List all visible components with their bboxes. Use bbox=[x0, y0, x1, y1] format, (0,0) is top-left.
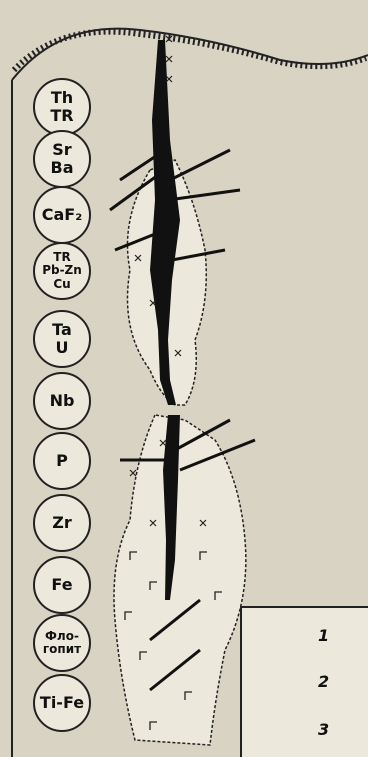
legend-label-3: 3 bbox=[318, 720, 329, 739]
element-circle-phlogopite: Фло-гопит bbox=[33, 614, 91, 672]
element-circle-zr: Zr bbox=[33, 494, 91, 552]
legend-label-2: 2 bbox=[318, 672, 329, 691]
element-circle-nb: Nb bbox=[33, 372, 91, 430]
element-circle-fe: Fe bbox=[33, 556, 91, 614]
legend-label-1: 1 bbox=[318, 626, 329, 645]
lower-body-outline bbox=[114, 415, 246, 745]
element-circle-tr-pbzn-cu: TR Pb-Zn Cu bbox=[33, 242, 91, 300]
element-circle-p: P bbox=[33, 432, 91, 490]
legend bbox=[240, 606, 368, 757]
element-circle-ti-fe: Ti-Fe bbox=[33, 674, 91, 732]
element-circle-caf2: CaF₂ bbox=[33, 186, 91, 244]
